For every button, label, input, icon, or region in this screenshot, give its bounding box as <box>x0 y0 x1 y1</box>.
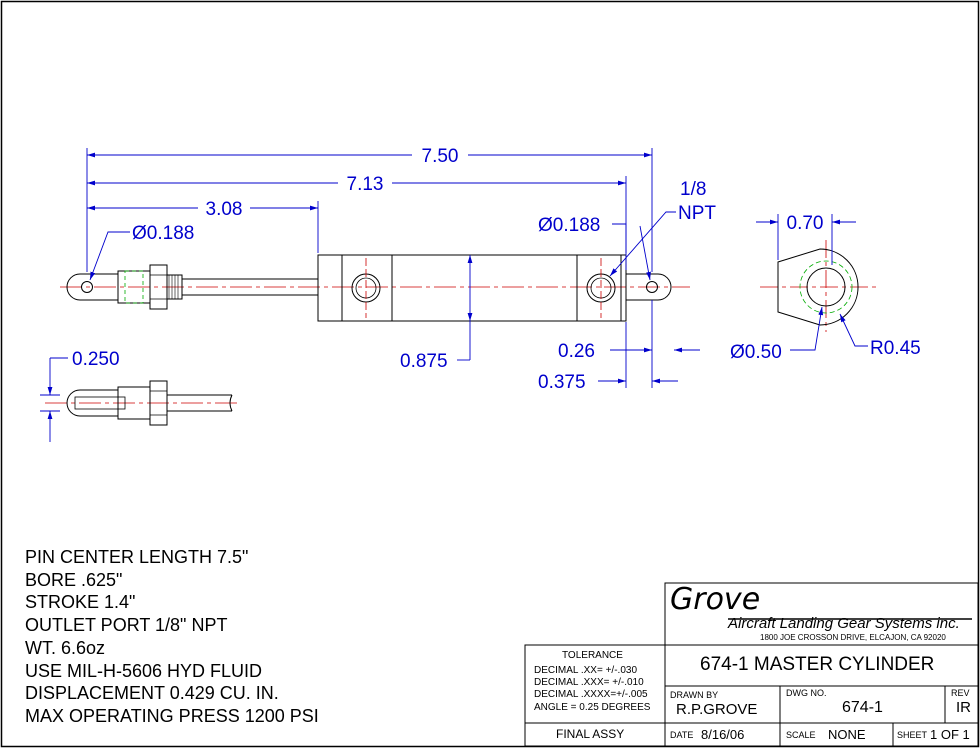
body-end-tang <box>626 273 672 301</box>
rod-end-hole <box>81 281 93 293</box>
rod-thread <box>166 274 183 300</box>
dim-clevis-radius: R0.45 <box>870 338 921 359</box>
note-outlet-port: OUTLET PORT 1/8" NPT <box>25 615 228 636</box>
dim-body-length: 7.13 <box>347 174 384 195</box>
drawn-by-label: DRAWN BY <box>670 690 719 700</box>
date-label: DATE <box>670 730 694 740</box>
gland-block <box>341 254 393 322</box>
date-value: 8/16/06 <box>701 727 745 742</box>
note-fluid: USE MIL-H-5606 HYD FLUID <box>25 660 263 681</box>
dim-rod-end-hole: Ø0.188 <box>132 223 194 244</box>
body-end-hole <box>646 281 658 293</box>
dwg-no-label: DWG NO. <box>786 688 827 698</box>
dim-tang-offset: 0.26 <box>558 341 595 362</box>
dim-rod-length: 3.08 <box>206 199 243 220</box>
drawing-title: 674-1 MASTER CYLINDER <box>700 654 935 675</box>
tolerance-xxxx: DECIMAL .XXXX=+/-.005 <box>534 689 648 700</box>
general-notes: PIN CENTER LENGTH 7.5" BORE .625" STROKE… <box>25 546 319 728</box>
dim-overall-length: 7.50 <box>422 146 459 167</box>
scale-label: SCALE <box>786 730 816 740</box>
drawn-by-value: R.P.GROVE <box>676 701 758 718</box>
dimension-lines <box>40 148 868 442</box>
dim-clevis-hole: Ø0.50 <box>730 342 782 363</box>
tolerance-xx: DECIMAL .XX= +/-.030 <box>534 665 638 676</box>
scale-value: NONE <box>828 727 866 742</box>
dimension-labels: 7.50 7.13 3.08 Ø0.188 Ø0.188 1/8 NPT 0.7… <box>72 146 921 393</box>
clevis-outline <box>777 248 859 326</box>
note-pressure: MAX OPERATING PRESS 1200 PSI <box>25 705 319 726</box>
clevis-end-view <box>760 240 880 332</box>
company-full-name: Aircraft Landing Gear Systems inc. <box>728 615 960 632</box>
dwg-no-value: 674-1 <box>842 699 883 716</box>
cylinder-body <box>317 254 627 322</box>
rod-end-tang <box>66 273 118 301</box>
rev-value: IR <box>956 699 971 716</box>
title-block <box>524 582 979 747</box>
sheet-value: 1 OF 1 <box>930 727 970 742</box>
dim-tang-length: 0.375 <box>538 372 586 393</box>
rev-label: REV <box>951 688 970 698</box>
dim-port-type: NPT <box>678 203 716 224</box>
note-weight: WT. 6.6oz <box>25 637 106 658</box>
dim-slot-width: 0.250 <box>72 349 120 370</box>
port-block <box>576 254 622 322</box>
slot-detail-view <box>45 380 240 426</box>
clevis-bore <box>806 267 846 307</box>
note-bore: BORE .625" <box>25 569 123 590</box>
dim-clevis-width: 0.70 <box>787 213 824 234</box>
tolerance-angle: ANGLE = 0.25 DEGREES <box>534 702 651 713</box>
note-stroke: STROKE 1.4" <box>25 592 136 613</box>
company-address: 1800 JOE CROSSON DRIVE, ELCAJON, CA 9202… <box>760 633 946 642</box>
note-displacement: DISPLACEMENT 0.429 CU. IN. <box>25 683 279 704</box>
dim-body-diameter: 0.875 <box>400 351 448 372</box>
sheet-label: SHEET <box>897 730 928 740</box>
tolerance-title: TOLERANCE <box>562 650 623 661</box>
dim-body-end-hole: Ø0.188 <box>538 215 600 236</box>
dim-port-size: 1/8 <box>680 179 706 200</box>
final-assy: FINAL ASSY <box>556 727 625 741</box>
company-logo: Grove <box>670 582 761 617</box>
tolerance-xxx: DECIMAL .XXX= +/-.010 <box>534 677 644 688</box>
note-pin-center: PIN CENTER LENGTH 7.5" <box>25 547 249 567</box>
cylinder-side-view <box>60 254 690 322</box>
